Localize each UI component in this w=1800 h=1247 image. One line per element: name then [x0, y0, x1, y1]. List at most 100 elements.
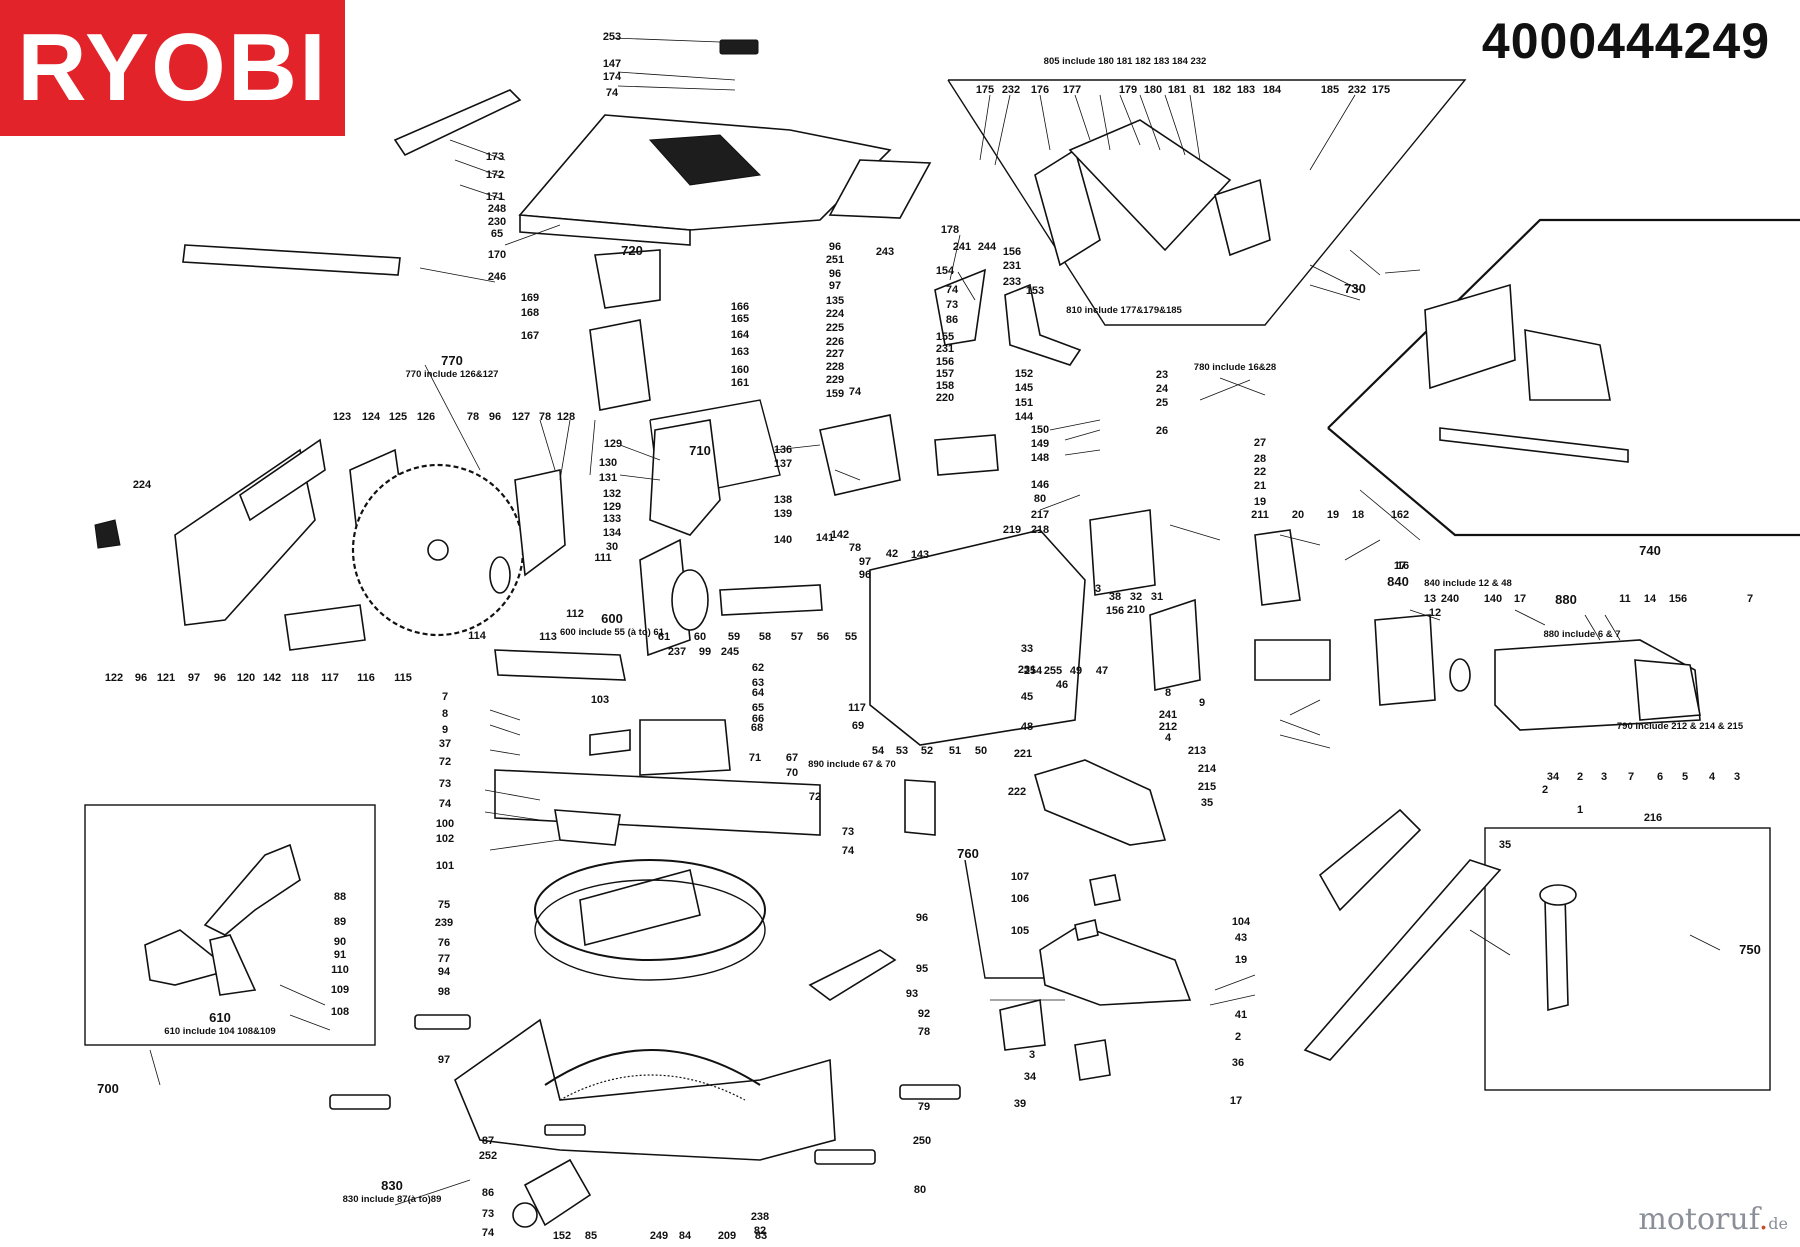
part-callout: 73	[439, 778, 451, 790]
part-callout: 116	[357, 672, 375, 684]
foot-pad-91	[544, 1124, 586, 1136]
part-callout: 68	[751, 722, 763, 734]
part-callout: 181	[1168, 84, 1186, 96]
knob-750	[1539, 884, 1577, 906]
group-callout-750: 750	[1739, 942, 1761, 957]
part-callout: 177	[1063, 84, 1081, 96]
part-callout: 131	[599, 472, 617, 484]
group-callout-700: 700	[97, 1081, 119, 1096]
part-callout: 164	[731, 329, 750, 341]
part-callout: 17	[1230, 1095, 1242, 1107]
part-callout: 3	[1095, 583, 1101, 595]
part-callout: 137	[774, 458, 792, 470]
motor-housing-main	[869, 529, 1086, 746]
part-callout: 92	[918, 1008, 930, 1020]
part-callout: 109	[331, 984, 349, 996]
part-callout: 33	[1021, 643, 1033, 655]
part-callout: 159	[826, 388, 844, 400]
part-callout: 249	[650, 1230, 668, 1242]
part-callout: 239	[435, 917, 453, 929]
part-callout: 168	[521, 307, 539, 319]
part-callout: 46	[1056, 679, 1068, 691]
part-callout: 128	[557, 411, 575, 423]
part-callout: 73	[946, 299, 958, 311]
watermark-dot: .	[1758, 1202, 1769, 1237]
part-callout: 167	[521, 330, 539, 342]
part-callout: 104	[1232, 916, 1251, 928]
part-callout: 251	[826, 254, 844, 266]
part-callout: 74	[946, 284, 959, 296]
part-callout: 112	[566, 608, 584, 620]
part-callout: 178	[941, 224, 959, 236]
brush-block-41	[1074, 919, 1099, 941]
bracket-167	[589, 319, 651, 411]
part-callout: 179	[1119, 84, 1137, 96]
part-callout: 49	[1070, 665, 1082, 677]
group-callout-710: 710	[689, 443, 711, 458]
part-callout: 162	[1391, 509, 1409, 521]
part-callout: 51	[949, 745, 961, 757]
watermark: motoruf.de	[1638, 1202, 1788, 1237]
handle-cover-880	[1634, 659, 1701, 721]
part-callout: 254	[1024, 665, 1043, 677]
part-callout: 155	[936, 331, 954, 343]
part-callout: 171	[486, 191, 504, 203]
part-callout: 125	[389, 411, 407, 423]
part-callout: 133	[603, 513, 621, 525]
part-callout: 152	[553, 1230, 571, 1242]
part-callout: 107	[1011, 871, 1029, 883]
part-callout: 136	[774, 444, 792, 456]
blade-guard-right-127	[514, 469, 566, 577]
part-callout: 22	[1254, 466, 1266, 478]
part-callout: 74	[482, 1227, 495, 1239]
stator-840	[1374, 614, 1436, 706]
part-callout: 13	[1424, 593, 1436, 605]
part-callout: 48	[1021, 721, 1033, 733]
part-callout: 163	[731, 346, 749, 358]
part-callout: 17	[1394, 560, 1406, 572]
part-callout: 172	[486, 169, 504, 181]
part-callout: 93	[906, 988, 918, 1000]
knob-830	[523, 1158, 592, 1227]
part-callout: 113	[539, 631, 557, 643]
part-callout: 243	[876, 246, 894, 258]
switch-39	[999, 999, 1046, 1051]
part-callout: 180	[1144, 84, 1162, 96]
part-callout: 97	[859, 556, 871, 568]
handle-153	[1004, 283, 1082, 366]
switch-216	[1074, 1039, 1111, 1081]
part-callout: 245	[721, 646, 739, 658]
brush-block-43	[1089, 874, 1121, 906]
part-callout: 176	[1031, 84, 1049, 96]
bevel-arm-37	[494, 649, 626, 681]
part-callout: 42	[886, 548, 898, 560]
part-callout: 20	[1292, 509, 1304, 521]
group-callout-760: 760	[957, 846, 979, 861]
part-callout: 69	[852, 720, 864, 732]
part-callout: 74	[842, 845, 855, 857]
bracket-104	[144, 929, 232, 986]
part-callout: 129	[603, 501, 621, 513]
part-callout: 130	[599, 457, 617, 469]
part-callout: 161	[731, 377, 749, 389]
part-callout: 114	[468, 630, 487, 642]
part-callout: 101	[436, 860, 454, 872]
part-callout: 86	[946, 314, 958, 326]
part-callout: 52	[921, 745, 933, 757]
part-callout: 165	[731, 313, 749, 325]
label-sticker-243	[828, 159, 932, 219]
part-callout: 174	[603, 71, 622, 83]
part-callout: 221	[1014, 748, 1032, 760]
part-callout: 244	[978, 241, 997, 253]
bracket-105	[209, 934, 257, 996]
part-callout: 36	[1232, 1057, 1244, 1069]
part-callout: 226	[826, 336, 844, 348]
part-callout: 96	[859, 569, 871, 581]
label-239	[904, 779, 936, 836]
part-callout: 25	[1156, 397, 1168, 409]
part-callout: 140	[774, 534, 792, 546]
part-callout: 96	[214, 672, 226, 684]
part-callout: 138	[774, 494, 792, 506]
part-callout: 11	[1619, 593, 1631, 605]
